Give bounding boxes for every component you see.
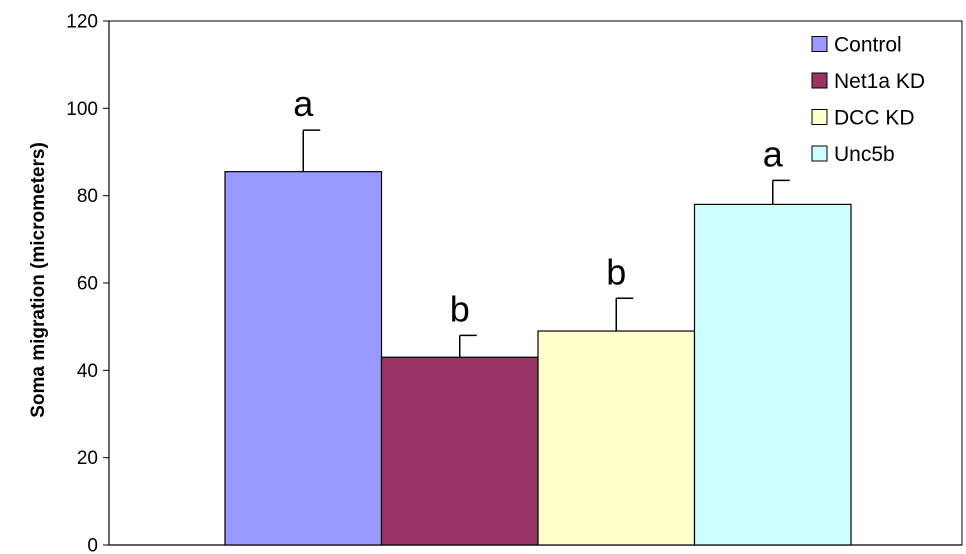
legend-label: DCC KD xyxy=(834,107,915,130)
y-axis-title: Soma migration (micrometers) xyxy=(28,142,49,418)
y-tick-label: 120 xyxy=(66,12,98,33)
legend-swatch xyxy=(811,36,828,52)
y-tick-label: 100 xyxy=(66,99,98,120)
bars: a b b a xyxy=(224,83,852,546)
legend-label: Unc5b xyxy=(834,143,895,166)
y-tick-label: 20 xyxy=(77,448,98,469)
bar-control xyxy=(224,171,383,546)
significance-label: b xyxy=(450,288,470,329)
legend-swatch xyxy=(811,109,828,125)
legend-label: Control xyxy=(834,34,902,57)
bar-dcc-kd xyxy=(537,330,696,546)
significance-label: a xyxy=(293,83,314,124)
legend-label: Net1a KD xyxy=(834,70,925,93)
legend-swatch xyxy=(811,145,828,162)
significance-label: b xyxy=(606,251,626,292)
y-tick-label: 80 xyxy=(77,186,98,207)
y-tick-label: 60 xyxy=(77,274,98,295)
y-tick-label: 40 xyxy=(77,361,98,382)
significance-label: a xyxy=(763,133,784,174)
legend-swatch xyxy=(811,72,828,89)
bar-unc5b xyxy=(693,203,852,546)
bar-net1a-kd xyxy=(380,356,539,546)
y-tick-label: 0 xyxy=(87,536,98,554)
